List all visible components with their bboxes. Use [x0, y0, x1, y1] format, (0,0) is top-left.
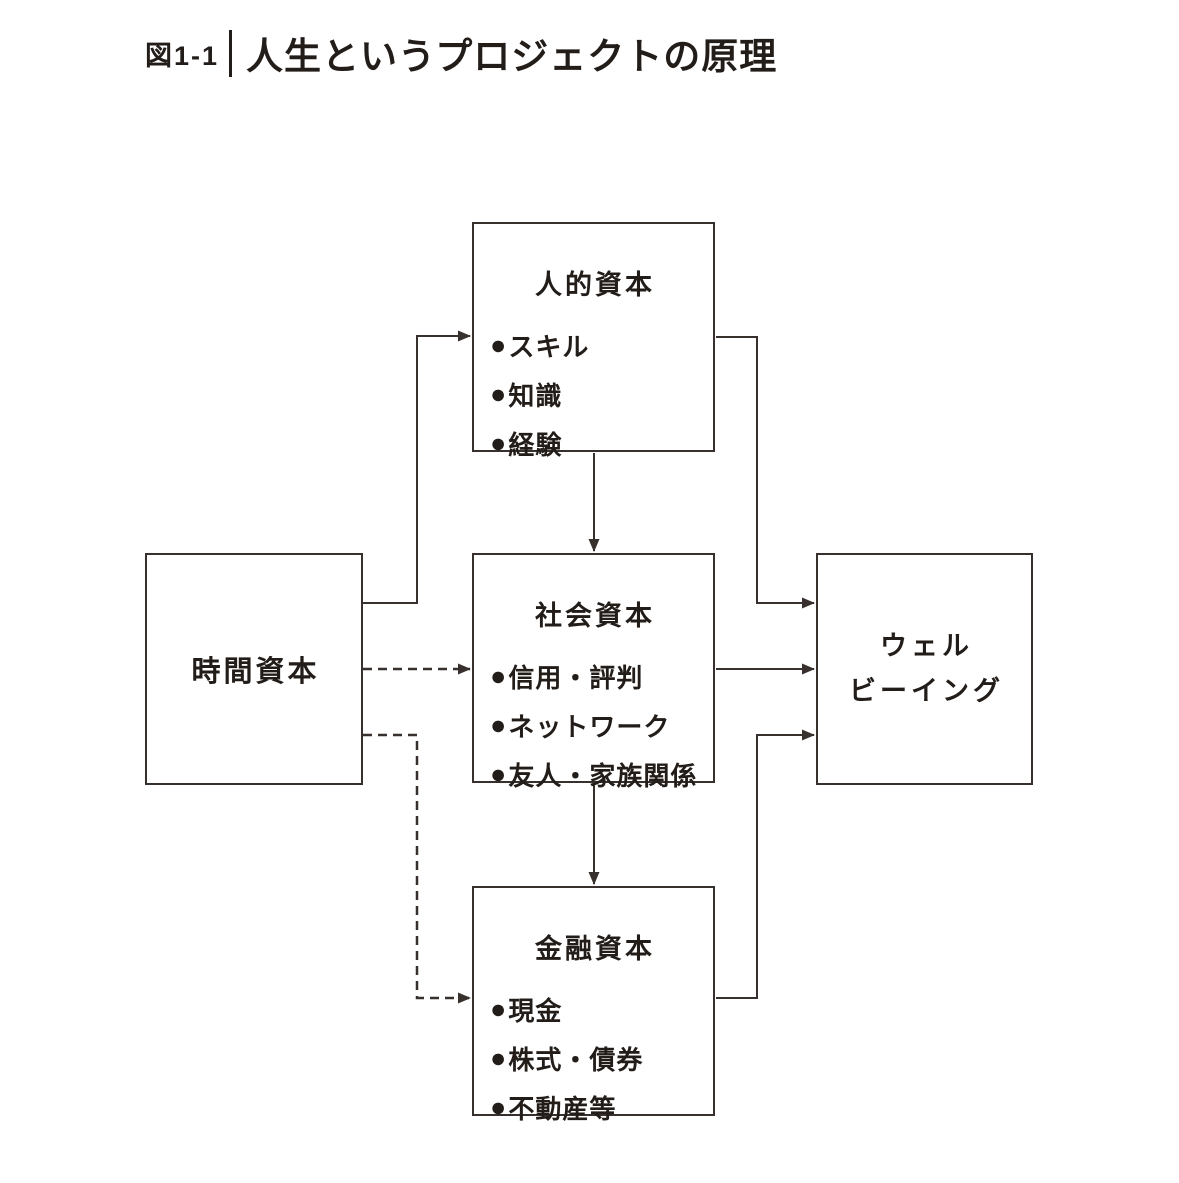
list-item-label: スキル — [508, 332, 590, 362]
list-item-label: 信用・評判 — [508, 663, 644, 693]
list-item-label: ネットワーク — [508, 712, 671, 742]
human-capital-title: 人的資本 — [535, 270, 655, 300]
bullet-icon: ● — [490, 379, 508, 409]
financial-capital-items: ● 現金 ● 株式・債券 ● 不動産等 — [474, 991, 713, 1126]
list-item-label: 知識 — [508, 381, 563, 411]
social-capital-title: 社会資本 — [535, 601, 655, 631]
list-item-label: 不動産等 — [508, 1094, 617, 1124]
social-capital-box: 社会資本 ● 信用・評判 ● ネットワーク ● 友人・家族関係 — [472, 553, 715, 791]
wellbeing-title-line2: ビーイング — [849, 676, 1004, 706]
edge-time-to-financial-capital — [363, 733, 471, 1004]
list-item: ● 経験 — [490, 425, 713, 462]
time-capital-box: 時間資本 — [145, 553, 363, 785]
list-item-label: 株式・債券 — [508, 1045, 644, 1075]
list-item: ● 知識 — [490, 376, 713, 413]
financial-capital-box: 金融資本 ● 現金 ● 株式・債券 ● 不動産等 — [472, 886, 715, 1124]
list-item: ● 不動産等 — [490, 1089, 713, 1126]
bullet-icon: ● — [490, 710, 508, 740]
edge-time-to-human-capital — [363, 330, 471, 604]
list-item: ● スキル — [490, 327, 713, 364]
bullet-icon: ● — [490, 994, 508, 1024]
bullet-icon: ● — [490, 1043, 508, 1073]
wellbeing-box: ウェル ビーイング — [816, 553, 1033, 785]
page-title: 人生というプロジェクトの原理 — [246, 36, 778, 77]
edge-human-to-wellbeing — [716, 336, 815, 609]
list-item: ● 信用・評判 — [490, 658, 713, 695]
bullet-icon: ● — [490, 428, 508, 458]
human-capital-box: 人的資本 ● スキル ● 知識 ● 経験 — [472, 222, 715, 460]
list-item-label: 友人・家族関係 — [508, 761, 698, 791]
figure-label: 図1-1 — [145, 40, 220, 71]
header: 図1-1 人生というプロジェクトの原理 — [145, 26, 777, 80]
bullet-icon: ● — [490, 330, 508, 360]
time-capital-title: 時間資本 — [191, 656, 320, 688]
social-capital-items: ● 信用・評判 ● ネットワーク ● 友人・家族関係 — [474, 658, 713, 793]
wellbeing-title-line1: ウェル — [880, 631, 973, 661]
list-item-label: 現金 — [508, 996, 563, 1026]
bullet-icon: ● — [490, 759, 508, 789]
financial-capital-title: 金融資本 — [535, 934, 655, 964]
human-capital-items: ● スキル ● 知識 ● 経験 — [474, 327, 713, 462]
bullet-icon: ● — [490, 1092, 508, 1122]
header-divider — [229, 29, 233, 77]
list-item: ● 現金 — [490, 991, 713, 1028]
bullet-icon: ● — [490, 661, 508, 691]
edge-financial-to-wellbeing — [716, 729, 815, 999]
list-item: ● 株式・債券 — [490, 1040, 713, 1077]
list-item-label: 経験 — [508, 430, 563, 460]
list-item: ● ネットワーク — [490, 707, 713, 744]
list-item: ● 友人・家族関係 — [490, 756, 713, 793]
